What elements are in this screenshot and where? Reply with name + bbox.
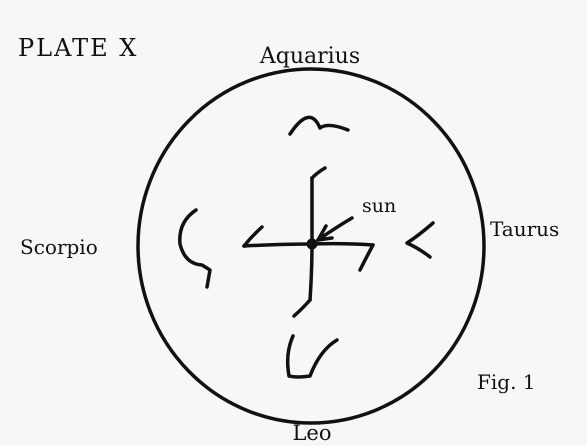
label-leo: Leo [292,421,331,445]
scorpio-sign-icon [180,210,210,287]
taurus-sign-icon [407,223,433,257]
sun-dot [307,239,318,250]
leo-sign-icon [288,336,337,377]
sun-label: sun [362,195,396,217]
aquarius-sign-icon [290,117,348,134]
figure-label: Fig. 1 [477,370,536,394]
label-taurus: Taurus [490,217,559,241]
label-scorpio: Scorpio [20,235,98,259]
plate-title: PLATE X [18,34,138,62]
label-aquarius: Aquarius [259,44,360,69]
